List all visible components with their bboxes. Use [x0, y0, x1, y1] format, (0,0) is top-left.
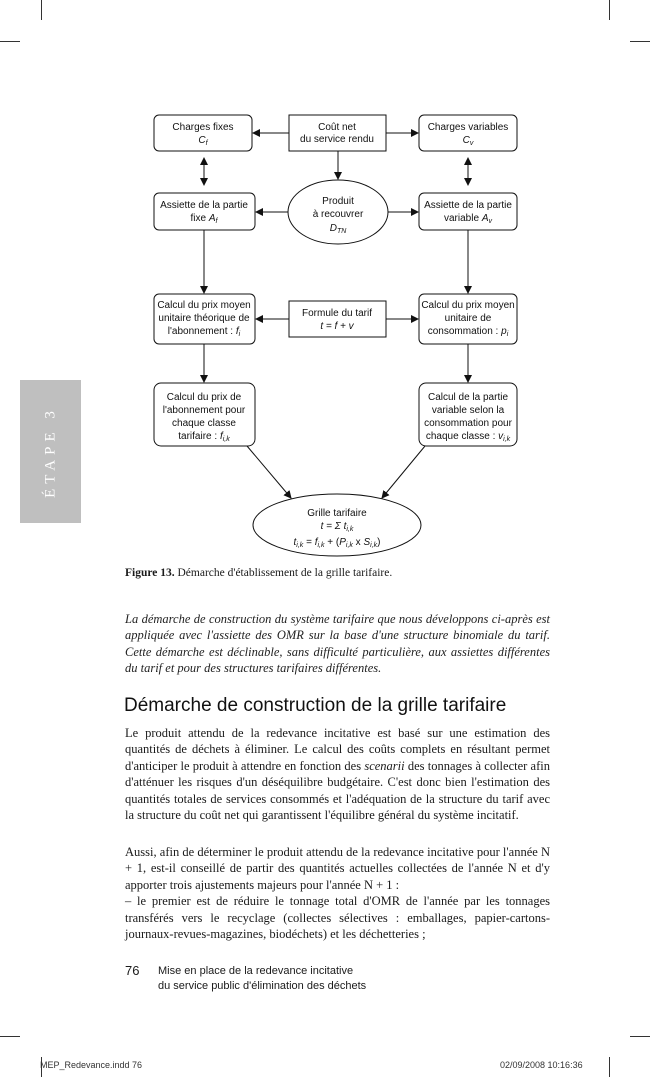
body-paragraph-1: Le produit attendu de la redevance incit… — [125, 726, 550, 823]
cout-net-label: Coût net — [318, 122, 356, 133]
list-item: – le premier est de réduire le tonnage t… — [125, 894, 550, 942]
crop-mark — [609, 1057, 610, 1077]
svg-text:Assiette de la partie: Assiette de la partie — [424, 200, 512, 211]
charges-variables-box — [418, 114, 518, 152]
produit-label: Produit — [322, 196, 354, 207]
svg-text:consommation : pi: consommation : pi — [428, 326, 509, 338]
figure-caption: Figure 13. Démarche d'établissement de l… — [125, 567, 555, 579]
crop-mark — [0, 1036, 20, 1037]
svg-text:Cf: Cf — [198, 135, 208, 147]
svg-text:Grille tarifaire: Grille tarifaire — [307, 508, 367, 519]
crop-mark — [41, 0, 42, 20]
svg-text:à recouvrer: à recouvrer — [313, 209, 364, 220]
svg-text:Assiette de la partie: Assiette de la partie — [160, 200, 248, 211]
calcul-abonnement-classe-box — [153, 382, 256, 447]
paragraph-line: Aussi, afin de déterminer le produit att… — [125, 845, 550, 892]
svg-text:consommation pour: consommation pour — [424, 418, 512, 429]
print-slug-date: 02/09/2008 10:16:36 — [500, 1060, 583, 1070]
svg-text:ti,k = fi,k + (Pi,k x Si,k): ti,k = fi,k + (Pi,k x Si,k) — [294, 537, 381, 549]
crop-mark — [630, 1036, 650, 1037]
cout-net-label: du service rendu — [300, 134, 374, 145]
body-paragraph-2: Aussi, afin de déterminer le produit att… — [125, 844, 550, 942]
charges-fixes-label: Charges fixes — [172, 122, 233, 133]
calcul-prix-abonnement-label: Calcul du prix moyen — [157, 300, 250, 311]
figure-label: Figure 13. — [125, 567, 175, 579]
svg-text:chaque classe: chaque classe — [172, 418, 236, 429]
svg-text:Formule du tarif: Formule du tarif — [302, 308, 372, 319]
svg-text:t = Σ ti,k: t = Σ ti,k — [321, 521, 354, 533]
svg-text:Produit: Produit — [322, 196, 354, 207]
svg-text:l'abonnement pour: l'abonnement pour — [163, 405, 246, 416]
figure-caption-text: Démarche d'établissement de la grille ta… — [174, 567, 393, 579]
calcul-variable-classe-box — [418, 382, 518, 447]
svg-text:Calcul du prix de: Calcul du prix de — [167, 392, 242, 403]
page-number: 76 — [125, 963, 140, 978]
assiette-fixe-box — [153, 192, 256, 231]
crop-mark — [41, 1057, 42, 1077]
arrow-classe-variable-to-grille — [381, 445, 426, 499]
arrow-classe-fixe-to-grille — [246, 445, 292, 499]
svg-text:chaque classe : vi,k: chaque classe : vi,k — [426, 431, 511, 443]
cout-net-box — [288, 114, 387, 152]
print-slug-file: MEP_Redevance.indd 76 — [40, 1060, 143, 1070]
svg-text:Cv: Cv — [463, 135, 474, 147]
svg-text:variable selon la: variable selon la — [432, 405, 505, 416]
grille-ellipse — [252, 493, 422, 557]
charges-variables-label: Charges variables — [428, 122, 509, 133]
svg-text:Charges fixes: Charges fixes — [172, 122, 233, 133]
assiette-fixe-label: Assiette de la partie — [160, 200, 248, 211]
calcul-variable-classe-label: Calcul de la partie — [428, 392, 508, 403]
calcul-abonnement-classe-label: Calcul du prix de — [167, 392, 242, 403]
svg-text:Calcul du prix moyen: Calcul du prix moyen — [421, 300, 514, 311]
svg-text:Charges variables: Charges variables — [428, 122, 509, 133]
svg-text:Calcul de la partie: Calcul de la partie — [428, 392, 508, 403]
svg-text:unitaire théorique de: unitaire théorique de — [158, 313, 250, 324]
section-heading: Démarche de construction de la grille ta… — [124, 695, 507, 716]
running-title: Mise en place de la redevance incitative… — [158, 965, 367, 992]
svg-text:t = f + v: t = f + v — [320, 321, 354, 332]
assiette-variable-label: Assiette de la partie — [424, 200, 512, 211]
crop-mark — [630, 41, 650, 42]
svg-text:variable Av: variable Av — [444, 213, 492, 225]
intro-paragraph: La démarche de construction du système t… — [125, 612, 550, 676]
svg-text:fixe Af: fixe Af — [191, 213, 219, 225]
formule-label: Formule du tarif — [302, 308, 372, 319]
grille-label: Grille tarifaire — [307, 508, 367, 519]
assiette-variable-box — [418, 192, 518, 231]
svg-text:tarifaire : fi,k: tarifaire : fi,k — [178, 431, 230, 443]
svg-text:Calcul du prix moyen: Calcul du prix moyen — [157, 300, 250, 311]
svg-text:du service rendu: du service rendu — [300, 134, 374, 145]
svg-text:l'abonnement : fi: l'abonnement : fi — [168, 326, 241, 338]
flow-diagram: Coût net du service rendu Charges fixes … — [153, 114, 518, 557]
calcul-prix-consommation-label: Calcul du prix moyen — [421, 300, 514, 311]
svg-text:Coût net: Coût net — [318, 122, 356, 133]
svg-text:DTN: DTN — [330, 223, 348, 235]
crop-mark — [0, 41, 20, 42]
step-side-tab: ÉTAPE 3 — [20, 380, 81, 523]
svg-text:unitaire de: unitaire de — [445, 313, 492, 324]
crop-mark — [609, 0, 610, 20]
